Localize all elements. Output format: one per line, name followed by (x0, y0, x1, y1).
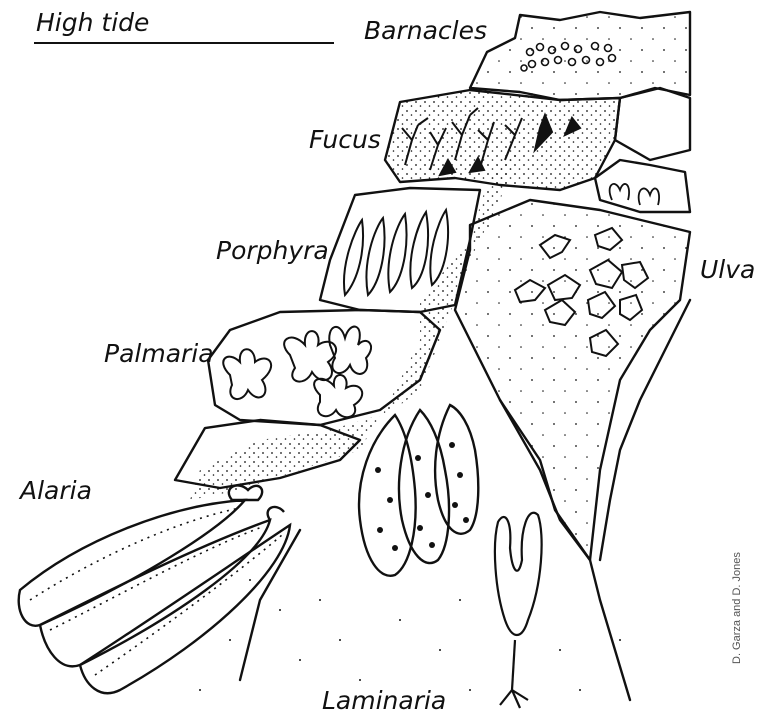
high-tide-line (34, 42, 334, 44)
label-alaria: Alaria (20, 478, 92, 503)
label-barnacles: Barnacles (364, 18, 487, 43)
laminaria-dots (375, 442, 469, 551)
label-fucus: Fucus (309, 127, 381, 152)
label-laminaria: Laminaria (322, 688, 446, 713)
label-palmaria: Palmaria (104, 341, 214, 366)
label-porphyra: Porphyra (216, 238, 329, 263)
laminaria-blades (359, 405, 478, 576)
image-credit: D. Garza and D. Jones (731, 552, 743, 664)
porphyra-blades (344, 210, 448, 295)
small-fronds-right (610, 184, 659, 205)
palmaria-fronds (223, 327, 371, 418)
rock-upper-right (615, 88, 690, 160)
rock-small-right (595, 160, 690, 212)
label-high-tide: High tide (36, 10, 149, 35)
alaria-blades (19, 485, 290, 693)
rock-palmaria-zone (208, 310, 440, 425)
rock-ulva-zone (455, 200, 690, 560)
laminaria-lower-plant (495, 513, 542, 708)
rock-barnacle-zone (470, 12, 690, 100)
label-ulva: Ulva (700, 257, 755, 282)
